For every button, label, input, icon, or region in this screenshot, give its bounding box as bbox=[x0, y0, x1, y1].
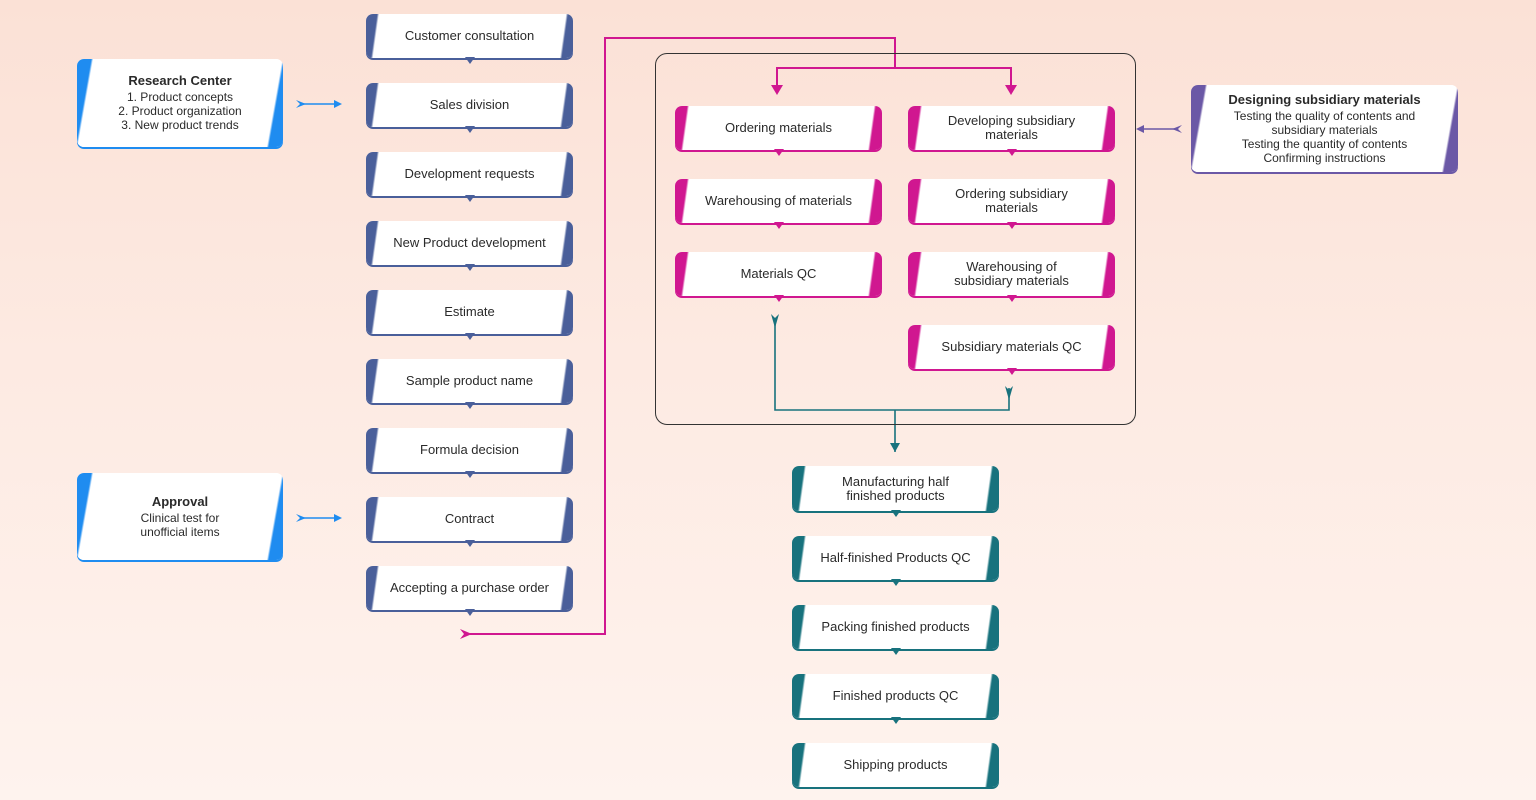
step-sales-division[interactable]: Sales division bbox=[366, 83, 573, 133]
step-materials-qc[interactable]: Materials QC bbox=[675, 252, 882, 302]
designing-panel-line: Testing the quality of contents and bbox=[1233, 108, 1416, 123]
step-label: Development requests bbox=[404, 166, 535, 181]
approval-title: Approval bbox=[151, 493, 209, 509]
step-label: Contract bbox=[444, 511, 495, 526]
research-center-line: 1. Product concepts bbox=[126, 90, 234, 104]
step-label: Warehousing of materials bbox=[705, 193, 852, 208]
step-new-product-development[interactable]: New Product development bbox=[366, 221, 573, 271]
designing-panel-line: Confirming instructions bbox=[1263, 150, 1386, 165]
step-label: Manufacturing half finished products bbox=[842, 473, 949, 503]
step-finished-products-qc[interactable]: Finished products QC bbox=[792, 674, 999, 724]
step-sample-product-name[interactable]: Sample product name bbox=[366, 359, 573, 409]
step-contract[interactable]: Contract bbox=[366, 497, 573, 547]
approval-line: Clinical test for bbox=[140, 510, 220, 525]
step-manufacturing-half-finished[interactable]: Manufacturing half finished products bbox=[792, 466, 999, 517]
step-shipping-products[interactable]: Shipping products bbox=[792, 743, 999, 787]
step-accepting-purchase-order[interactable]: Accepting a purchase order bbox=[366, 566, 573, 616]
research-center-arrow-tail bbox=[296, 100, 306, 108]
step-subsidiary-materials-qc[interactable]: Subsidiary materials QC bbox=[908, 325, 1115, 375]
step-warehousing-subsidiary-materials[interactable]: Warehousing of subsidiary materials bbox=[908, 252, 1115, 302]
research-center-arrow-head bbox=[334, 100, 342, 108]
step-formula-decision[interactable]: Formula decision bbox=[366, 428, 573, 478]
step-developing-subsidiary-materials[interactable]: Developing subsidiary materials bbox=[908, 106, 1115, 156]
step-label: Half-finished Products QC bbox=[820, 550, 971, 565]
research-center-line: 3. New product trends bbox=[121, 118, 239, 132]
research-center-line: 2. Product organization bbox=[118, 104, 242, 118]
designing-panel-line: Testing the quantity of contents bbox=[1241, 136, 1408, 151]
step-ordering-materials[interactable]: Ordering materials bbox=[675, 106, 882, 156]
approval-panel[interactable]: Approval Clinical test for unofficial it… bbox=[77, 473, 283, 560]
step-label: Ordering materials bbox=[725, 120, 832, 135]
arrowhead-materials-qc bbox=[771, 314, 779, 328]
research-center-panel[interactable]: Research Center 1. Product concepts 2. P… bbox=[77, 59, 283, 147]
step-label: Ordering subsidiary materials bbox=[955, 186, 1068, 215]
approval-line: unofficial items bbox=[140, 524, 220, 539]
step-label: Warehousing of subsidiary materials bbox=[954, 259, 1069, 288]
arrowhead-developing-subsidiary bbox=[1005, 85, 1017, 95]
designing-subsidiary-panel[interactable]: Designing subsidiary materials Testing t… bbox=[1191, 85, 1458, 172]
designing-panel-title: Designing subsidiary materials bbox=[1228, 91, 1421, 107]
materials-group-frame bbox=[655, 53, 1136, 425]
step-ordering-subsidiary-materials[interactable]: Ordering subsidiary materials bbox=[908, 179, 1115, 229]
step-label: Customer consultation bbox=[404, 28, 535, 43]
step-label: Sample product name bbox=[405, 373, 534, 388]
arrowhead-start bbox=[460, 629, 472, 639]
step-packing-finished-products[interactable]: Packing finished products bbox=[792, 605, 999, 655]
approval-arrow-head bbox=[334, 514, 342, 522]
step-label: Developing subsidiary materials bbox=[947, 113, 1076, 142]
designing-panel-arrow-tail bbox=[1172, 125, 1182, 133]
arrowhead-ordering-materials bbox=[771, 85, 783, 95]
designing-panel-arrow-head bbox=[1136, 125, 1144, 133]
step-label: Materials QC bbox=[740, 266, 817, 281]
step-label: Finished products QC bbox=[832, 688, 959, 703]
step-estimate[interactable]: Estimate bbox=[366, 290, 573, 340]
step-label: New Product development bbox=[393, 235, 546, 250]
step-warehousing-materials[interactable]: Warehousing of materials bbox=[675, 179, 882, 229]
arrowhead-subsidiary-qc bbox=[1005, 386, 1013, 400]
step-label: Accepting a purchase order bbox=[390, 580, 549, 595]
arrowhead-manufacturing bbox=[890, 443, 900, 452]
step-label: Packing finished products bbox=[821, 619, 970, 634]
step-label: Formula decision bbox=[420, 442, 519, 457]
step-label: Subsidiary materials QC bbox=[941, 339, 1082, 354]
step-label: Shipping products bbox=[843, 757, 948, 772]
approval-arrow-tail bbox=[296, 514, 306, 522]
step-label: Sales division bbox=[429, 97, 510, 112]
purchase-order-to-materials-connector bbox=[470, 37, 1012, 635]
step-label: Estimate bbox=[444, 304, 495, 319]
research-center-title: Research Center bbox=[128, 73, 232, 88]
step-development-requests[interactable]: Development requests bbox=[366, 152, 573, 202]
step-customer-consultation[interactable]: Customer consultation bbox=[366, 14, 573, 64]
designing-panel-line: subsidiary materials bbox=[1271, 122, 1378, 137]
step-half-finished-qc[interactable]: Half-finished Products QC bbox=[792, 536, 999, 586]
